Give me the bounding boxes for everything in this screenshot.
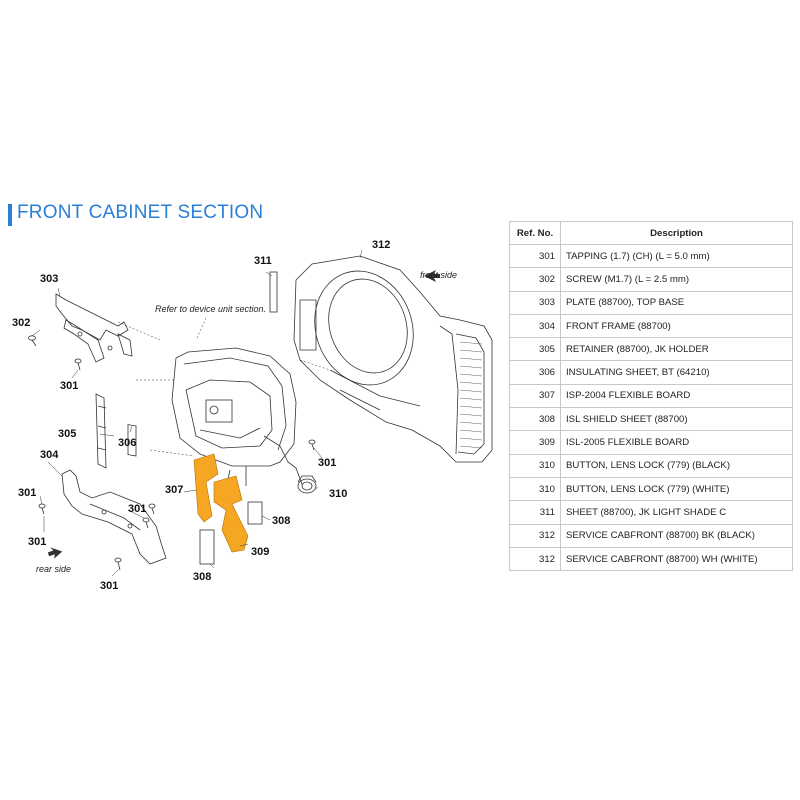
description-cell: FRONT FRAME (88700) [560, 313, 793, 339]
description-cell: PLATE (88700), TOP BASE [560, 290, 793, 315]
description-cell: TAPPING (1.7) (CH) (L = 5.0 mm) [560, 243, 793, 269]
description-cell: SCREW (M1.7) (L = 2.5 mm) [560, 267, 793, 292]
part-306-insulating-sheet [127, 424, 137, 457]
callout-301-bottom: 301 [100, 580, 118, 592]
description-cell: ISP-2004 FLEXIBLE BOARD [560, 383, 793, 409]
note-front-side: front side [420, 270, 457, 280]
header-description: Description [560, 221, 793, 245]
part-303-top-base-plate [55, 293, 133, 363]
callout-312: 312 [372, 239, 390, 251]
part-302-screw [28, 335, 37, 347]
front-side-arrow-icon [424, 270, 440, 282]
description-cell: SHEET (88700), JK LIGHT SHADE C [560, 500, 793, 525]
part-307-flex-board [193, 453, 219, 523]
part-312-cabfront [293, 255, 493, 463]
rear-side-arrow-icon [47, 547, 63, 559]
ref-cell: 301 [509, 243, 561, 269]
note-rear-side: rear side [36, 564, 71, 574]
callout-301-right: 301 [318, 457, 336, 469]
part-311-light-shade-sheet [269, 271, 278, 313]
ref-cell: 310 [509, 476, 561, 502]
part-308-shield-sheet-lower [199, 529, 215, 565]
callout-303: 303 [40, 273, 58, 285]
ref-cell: 305 [509, 337, 561, 362]
exploded-diagram-svg: Refer to device unit section. front side… [12, 239, 493, 592]
callout-306: 306 [118, 437, 136, 449]
callout-305: 305 [58, 428, 76, 440]
callout-310: 310 [329, 488, 347, 500]
description-cell: SERVICE CABFRONT (88700) BK (BLACK) [560, 523, 793, 548]
ref-cell: 309 [509, 430, 561, 455]
part-304-front-frame [61, 469, 167, 565]
ref-cell: 312 [509, 546, 561, 572]
part-301-screws [38, 358, 316, 571]
callout-311: 311 [254, 255, 272, 267]
section-title: FRONT CABINET SECTION [17, 202, 264, 223]
part-305-retainer [95, 393, 107, 469]
ref-cell: 310 [509, 453, 561, 478]
callout-301-left: 301 [18, 487, 36, 499]
callout-308-lower: 308 [193, 571, 211, 583]
exploded-diagram: Refer to device unit section. front side… [0, 230, 505, 610]
ref-cell: 312 [509, 523, 561, 548]
ref-cell: 307 [509, 383, 561, 409]
ref-cell: 303 [509, 290, 561, 315]
ref-cell: 308 [509, 407, 561, 432]
description-cell: RETAINER (88700), JK HOLDER [560, 337, 793, 362]
callout-302: 302 [12, 317, 30, 329]
callout-301-lower-left: 301 [28, 536, 46, 548]
parts-table-header-row: Ref. No. Description [509, 221, 793, 245]
description-cell: BUTTON, LENS LOCK (779) (BLACK) [560, 453, 793, 478]
part-308-shield-sheet-upper [247, 501, 263, 525]
callout-301-top: 301 [60, 380, 78, 392]
description-cell: BUTTON, LENS LOCK (779) (WHITE) [560, 476, 793, 502]
callout-309: 309 [251, 546, 269, 558]
callout-304: 304 [40, 449, 59, 461]
header-ref-no: Ref. No. [509, 221, 561, 245]
part-309-flex-board [213, 475, 249, 553]
device-unit-body [171, 347, 303, 489]
leader-lines [31, 249, 363, 577]
title-accent-bar [8, 204, 12, 226]
description-cell: ISL SHIELD SHEET (88700) [560, 407, 793, 432]
description-cell: ISL-2005 FLEXIBLE BOARD [560, 430, 793, 455]
callout-308-upper: 308 [272, 515, 290, 527]
ref-cell: 302 [509, 267, 561, 292]
description-cell: SERVICE CABFRONT (88700) WH (WHITE) [560, 546, 793, 572]
note-refer-device-unit: Refer to device unit section. [155, 304, 266, 314]
ref-cell: 306 [509, 360, 561, 385]
part-310-lens-lock-button [297, 475, 317, 494]
callout-307: 307 [165, 484, 183, 496]
ref-cell: 304 [509, 313, 561, 339]
callout-301-frame: 301 [128, 503, 146, 515]
ref-cell: 311 [509, 500, 561, 525]
description-cell: INSULATING SHEET, BT (64210) [560, 360, 793, 385]
